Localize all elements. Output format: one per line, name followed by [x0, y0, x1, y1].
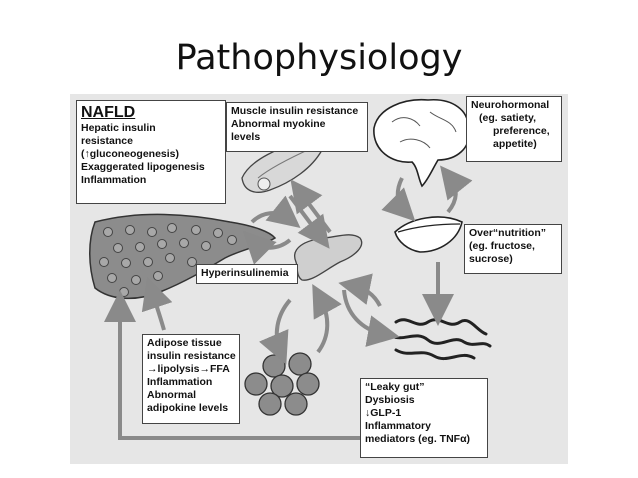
- overnutrition-line: Over“nutrition”: [469, 227, 547, 239]
- neurohormonal-box: Neurohormonal (eg. satiety, preference, …: [466, 96, 562, 162]
- neuro-line: (eg. satiety,: [479, 112, 536, 124]
- gut-box: “Leaky gut” Dysbiosis ↓GLP-1 Inflammator…: [360, 378, 488, 458]
- hyperinsulinemia-label: Hyperinsulinemia: [201, 267, 289, 279]
- adipose-line: Inflammation: [147, 376, 213, 388]
- adipose-line: insulin resistance: [147, 350, 236, 362]
- neuro-line: Neurohormonal: [471, 99, 550, 111]
- gut-line: Inflammatory: [365, 420, 431, 432]
- nafld-line: resistance: [81, 135, 133, 147]
- muscle-line: levels: [231, 131, 261, 143]
- neuro-line: preference,: [493, 125, 550, 137]
- nafld-heading: NAFLD: [81, 104, 136, 121]
- mouth-illustration: [394, 216, 463, 253]
- adipose-cells-illustration: [244, 352, 320, 416]
- gut-line: “Leaky gut”: [365, 381, 425, 393]
- adipose-line: Abnormal: [147, 389, 197, 401]
- overnutrition-line: sucrose): [469, 253, 513, 265]
- hyperinsulinemia-box: Hyperinsulinemia: [196, 264, 298, 284]
- nafld-line: (↑gluconeogenesis): [81, 148, 180, 160]
- nafld-line: Hepatic insulin: [81, 122, 156, 134]
- adipose-line: adipokine levels: [147, 402, 229, 414]
- brain-illustration: [373, 98, 470, 188]
- muscle-box: Muscle insulin resistance Abnormal myoki…: [226, 102, 368, 152]
- neuro-line: appetite): [493, 138, 537, 150]
- muscle-line: Abnormal myokine: [231, 118, 326, 130]
- page-title: Pathophysiology: [175, 38, 463, 78]
- nafld-line: Exaggerated lipogenesis: [81, 161, 205, 173]
- liver-illustration: [89, 213, 277, 300]
- adipose-line: Adipose tissue: [147, 337, 222, 349]
- adipose-box: Adipose tissue insulin resistance →lipol…: [142, 334, 240, 424]
- gut-line: mediators (eg. TNFα): [365, 433, 471, 445]
- diagram-arrows: [104, 165, 473, 440]
- nafld-box: NAFLD Hepatic insulin resistance (↑gluco…: [76, 100, 226, 204]
- overnutrition-line: (eg. fructose,: [469, 240, 535, 252]
- nafld-line: Inflammation: [81, 174, 147, 186]
- intestine-illustration: [390, 318, 492, 361]
- overnutrition-box: Over“nutrition” (eg. fructose, sucrose): [464, 224, 562, 274]
- muscle-line: Muscle insulin resistance: [231, 105, 359, 117]
- gut-line: Dysbiosis: [365, 394, 415, 406]
- adipose-line: →lipolysis→FFA: [147, 363, 230, 375]
- gut-line: ↓GLP-1: [365, 407, 402, 419]
- pancreas-illustration: [294, 234, 363, 281]
